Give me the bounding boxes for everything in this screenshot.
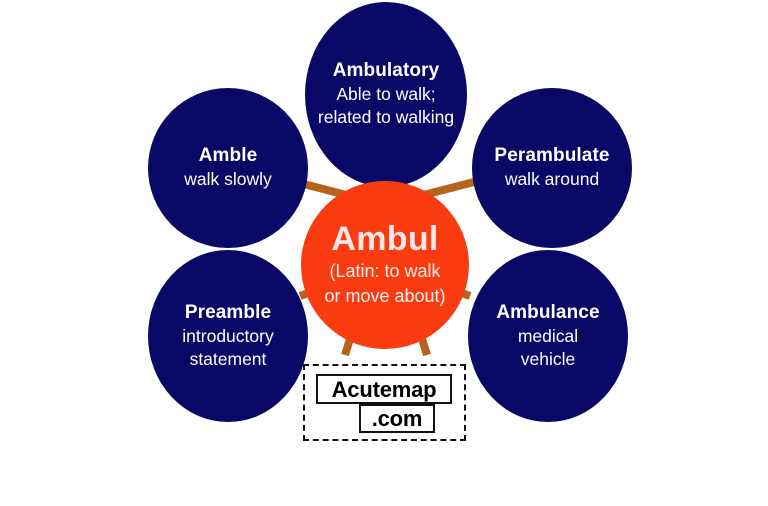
center-root-word: Ambul <box>331 220 439 259</box>
watermark-line-1: Acutemap <box>316 374 452 404</box>
center-root-gloss: (Latin: to walk or move about) <box>324 258 445 308</box>
node-preamble-def-line2: statement <box>189 348 267 369</box>
node-ambulance[interactable]: Ambulance medical vehicle <box>468 250 628 422</box>
node-amble-def-line1: walk slowly <box>184 169 272 190</box>
center-node-ambul[interactable]: Ambul (Latin: to walk or move about) <box>301 181 469 349</box>
node-ambulatory-definition: Able to walk; related to walking <box>318 83 454 129</box>
node-preamble-definition: introductory statement <box>182 325 273 371</box>
node-preamble[interactable]: Preamble introductory statement <box>148 250 308 422</box>
watermark-acutemap: Acutemap .com <box>303 364 466 441</box>
watermark-line-2: .com <box>359 404 435 433</box>
node-ambulatory-def-line1: Able to walk; <box>336 84 436 105</box>
node-ambulance-term: Ambulance <box>496 301 600 323</box>
node-perambulate-term: Perambulate <box>494 144 610 166</box>
node-amble-term: Amble <box>198 144 258 166</box>
node-ambulance-def-line1: medical <box>517 325 579 346</box>
node-ambulatory-term: Ambulatory <box>332 60 440 82</box>
node-ambulatory-def-line2: related to walking <box>317 107 455 128</box>
center-root-gloss-line2: or move about) <box>324 285 446 306</box>
node-preamble-term: Preamble <box>184 301 272 323</box>
node-perambulate-def-line1: walk around <box>504 169 600 190</box>
node-ambulance-def-line2: vehicle <box>520 348 576 369</box>
node-amble[interactable]: Amble walk slowly <box>148 88 308 248</box>
node-preamble-def-line1: introductory <box>182 325 274 346</box>
node-amble-definition: walk slowly <box>184 168 272 191</box>
node-perambulate[interactable]: Perambulate walk around <box>472 88 632 248</box>
node-ambulatory[interactable]: Ambulatory Able to walk; related to walk… <box>305 2 467 187</box>
center-root-gloss-line1: (Latin: to walk <box>329 260 441 281</box>
node-perambulate-definition: walk around <box>505 168 599 191</box>
node-ambulance-definition: medical vehicle <box>518 325 578 371</box>
